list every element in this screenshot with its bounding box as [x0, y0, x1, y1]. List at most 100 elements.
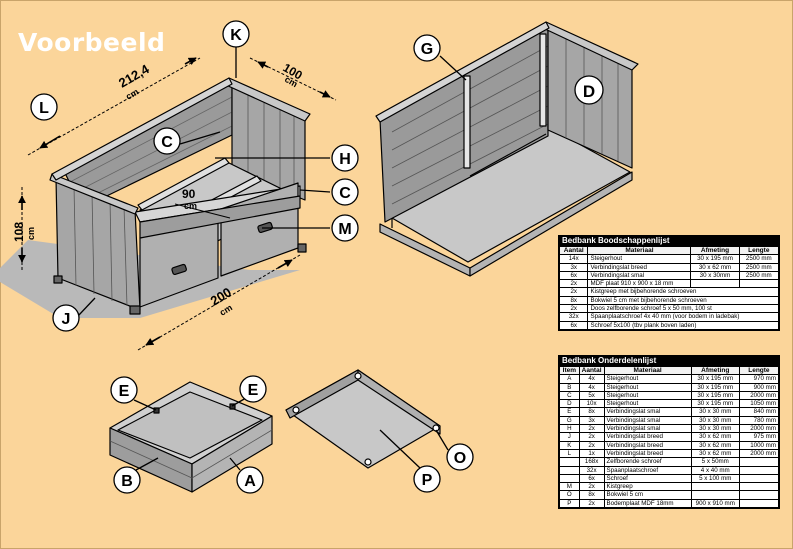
callout-O: O [446, 443, 474, 471]
callout-P: P [413, 465, 441, 493]
table-cell: 32x [578, 465, 605, 475]
table-cell: 30 x 30mm [690, 270, 740, 281]
callout-A: A [236, 466, 264, 494]
table-cell: 2x [578, 482, 605, 492]
table-cell: Bokwiel 5 cm [603, 490, 692, 500]
table-cell: 5 x 50mm [690, 457, 740, 467]
table-cell: 4 x 40 mm [690, 465, 740, 475]
table-cell: 2500 mm [738, 254, 780, 264]
table-cell [690, 490, 740, 500]
svg-text:L: L [39, 100, 49, 117]
table-cell: 30 x 62 mm [690, 448, 740, 459]
table-cell: Schroef 5x100 (tbv plank boven laden) [587, 320, 779, 330]
table-cell: A [559, 374, 580, 384]
table-cell: Verbindingslat smal [603, 415, 692, 426]
table-cell [738, 465, 780, 475]
table-cell: Aantal [578, 365, 605, 376]
table-cell: E [559, 407, 580, 417]
wheel-icon-3 [292, 406, 300, 414]
table-cell: Steigerhout [603, 382, 692, 392]
table-cell: 4x [578, 382, 605, 392]
table-cell: 5 x 100 mm [690, 473, 740, 484]
table-cell: Spaanplaatschroef [603, 465, 692, 475]
table-cell: 30 x 195 mm [690, 382, 740, 392]
dim-height: 108 [12, 222, 26, 242]
wheel-icon-4 [354, 372, 362, 380]
table-cell [559, 465, 580, 475]
svg-text:C: C [161, 134, 173, 151]
table-cell [559, 457, 580, 467]
table-cell: Steigerhout [587, 254, 692, 264]
drawer-view [109, 381, 273, 493]
table-cell [738, 490, 780, 500]
table-cell [690, 482, 740, 492]
table-cell: Kistgreep met bijbehorende schroeven [587, 287, 779, 297]
callout-M: M [331, 214, 359, 242]
table-cell: Verbindingslat breed [587, 262, 692, 272]
table-cell: 168x [578, 457, 605, 467]
table-cell: 4x [578, 374, 605, 384]
table-cell: 840 mm [738, 407, 780, 417]
table-cell: P [559, 498, 580, 509]
svg-text:K: K [230, 27, 242, 44]
table-cell: Verbindingslat smal [603, 407, 692, 417]
table-cell: 780 mm [738, 415, 780, 426]
shopping-list-title: Bedbank Boodschappenlijst [559, 236, 779, 246]
table-cell: Lengte [738, 365, 780, 376]
callout-C1: C [153, 127, 181, 155]
table-cell: O [559, 490, 580, 500]
page-title: Voorbeeld [18, 28, 166, 57]
table-cell: 2x [578, 440, 605, 450]
dim-height-unit: cm [26, 227, 36, 240]
table-cell: 30 x 62 mm [690, 262, 740, 272]
table-cell [738, 473, 780, 484]
table-cell: 30 x 30 mm [690, 415, 740, 426]
table-cell: 970 mm [738, 374, 780, 384]
table-cell: 2500 mm [738, 262, 780, 272]
table-cell: Bokwiel 5 cm met bijbehorende schroeven [587, 295, 779, 306]
callout-E2: E [239, 375, 267, 403]
svg-text:E: E [248, 382, 259, 399]
svg-text:H: H [339, 151, 351, 168]
table-cell: Doos zelfborende schroef 5 x 50 mm, 100 … [587, 304, 779, 314]
svg-text:P: P [422, 472, 433, 489]
callout-K: K [222, 20, 250, 48]
table-cell: 2x [578, 424, 605, 434]
table-cell: 8x [578, 407, 605, 417]
table-cell [738, 498, 780, 509]
table-cell: 30 x 30 mm [690, 424, 740, 434]
table-cell: Kistgreep [603, 482, 692, 492]
table-cell: 2500 mm [738, 270, 780, 281]
table-cell: 2000 mm [738, 424, 780, 434]
table-cell: Materiaal [603, 365, 692, 376]
table-cell: 3x [578, 415, 605, 426]
table-cell: 2x [558, 279, 589, 289]
callout-C2: C [331, 178, 359, 206]
table-cell: 900 x 910 mm [690, 498, 740, 509]
table-cell [738, 457, 780, 467]
table-cell: Afmeting [690, 365, 740, 376]
table-cell: Verbindingslat smal [603, 424, 692, 434]
table-cell: Spaanplaatschroef 4x 40 mm (voor bodem i… [587, 312, 779, 322]
table-cell: Verbindingslat breed [603, 432, 692, 442]
svg-text:J: J [62, 311, 71, 328]
